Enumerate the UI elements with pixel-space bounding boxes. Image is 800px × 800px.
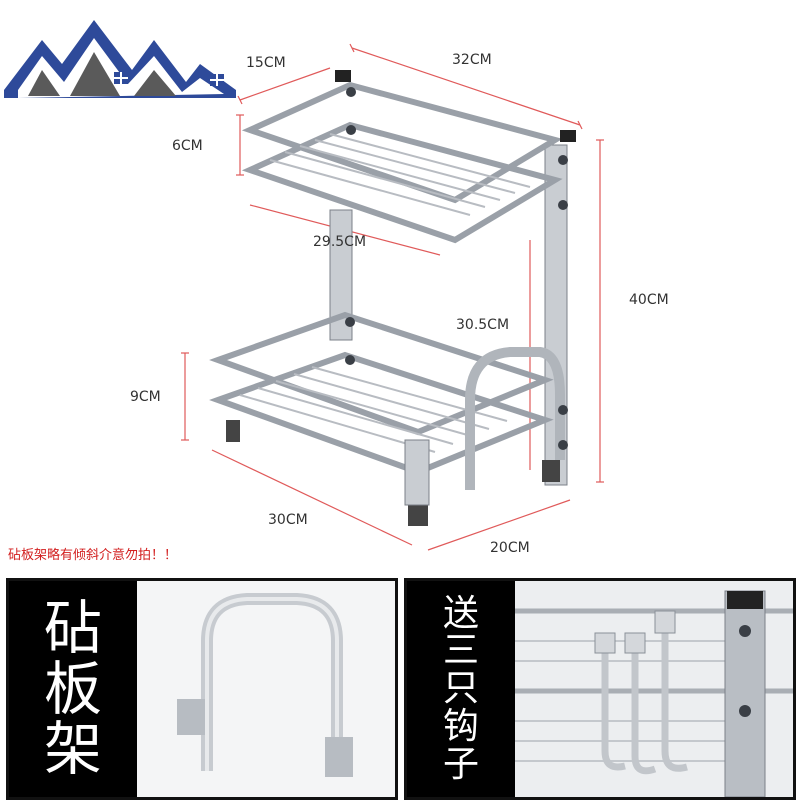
title-char: 板 [43, 654, 102, 723]
cutting-board-hook-image [137, 581, 395, 797]
top-depth-label: 15CM [246, 55, 286, 71]
title-char: 子 [442, 743, 479, 785]
title-char: 砧 [43, 593, 102, 662]
house-logo-icon [4, 20, 236, 98]
cutting-board-panel: 砧 板 架 [6, 578, 398, 800]
top-height-label: 6CM [172, 138, 203, 154]
tilt-warning-note: 砧板架略有倾斜介意勿拍！！ [8, 548, 178, 563]
hooks-closeup-image [515, 581, 793, 797]
bottom-width-label: 30CM [268, 512, 308, 528]
total-height-label: 40CM [629, 292, 669, 308]
top-width-label: 32CM [452, 52, 492, 68]
cutting-board-title: 砧 板 架 [9, 581, 137, 797]
title-char: 架 [43, 715, 102, 784]
free-hooks-title: 送 三 只 钩 子 [407, 581, 515, 797]
title-char: 只 [442, 668, 479, 710]
title-char: 送 [442, 592, 479, 634]
free-hooks-panel: 送 三 只 钩 子 [404, 578, 796, 800]
title-char: 三 [442, 630, 479, 672]
rack-illustration [181, 43, 604, 551]
column-height-label: 30.5CM [456, 317, 510, 333]
bottom-height-label: 9CM [130, 389, 161, 405]
title-char: 钩 [442, 705, 479, 747]
top-inner-width-label: 29.5CM [313, 234, 367, 250]
bottom-depth-label: 20CM [490, 540, 530, 556]
